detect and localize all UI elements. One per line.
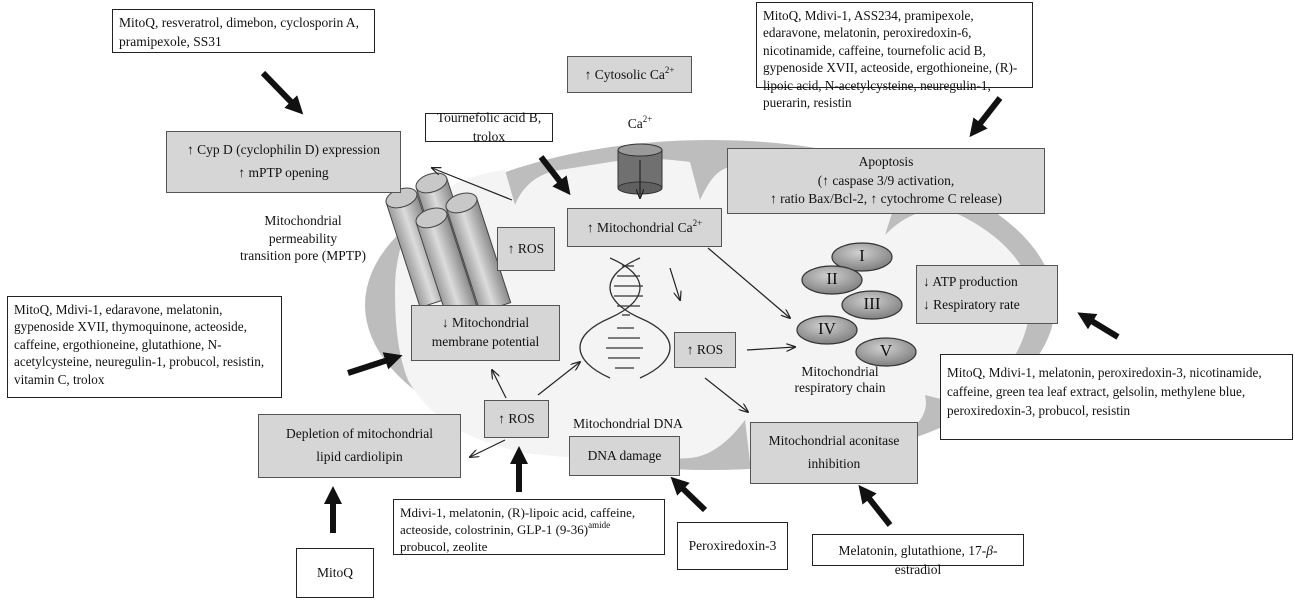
complex-ii-label: II <box>826 269 838 288</box>
thin-arrows <box>432 168 795 457</box>
respiratory-compounds-box: MitoQ, Mdivi-1, melatonin, peroxiredoxin… <box>940 354 1293 440</box>
complex-i-label: I <box>859 246 865 265</box>
apoptosis-box: Apoptosis (↑ caspase 3/9 activation, ↑ r… <box>727 148 1045 214</box>
cardiolipin-line2: lipid cardiolipin <box>316 449 403 464</box>
mptp-line1: Mitochondrial <box>264 213 342 228</box>
mptp-label: Mitochondrial permeability transition po… <box>228 212 378 265</box>
complex-v-label: V <box>879 341 893 360</box>
dna-helix-graphic <box>579 257 671 379</box>
atp-line1: ↓ ATP production <box>923 274 1018 289</box>
aconitase-box: Mitochondrial aconitase inhibition <box>750 422 918 484</box>
ros-compounds-text: Mdivi-1, melatonin, (R)-lipoic acid, caf… <box>400 505 636 538</box>
resp-chain-line1: Mitochondrial <box>801 364 879 379</box>
complex-iv-label: IV <box>818 319 836 338</box>
cytosolic-calcium-text: ↑ Cytosolic Ca <box>584 67 665 82</box>
aconitase-compounds-text: Melatonin, glutathione, 17- <box>838 543 987 558</box>
complex-iii-label: III <box>863 294 881 313</box>
mitochondrial-calcium-text: ↑ Mitochondrial Ca <box>586 220 693 235</box>
cyp-d-line2: ↑ mPTP opening <box>238 165 329 180</box>
calcium-compounds-box: Tournefolic acid B, trolox <box>425 110 553 144</box>
mitochondrial-dna-label: Mitochondrial DNA <box>573 416 683 431</box>
apoptosis-line1: (↑ caspase 3/9 activation, <box>817 172 955 188</box>
aconitase-compounds-box: Melatonin, glutathione, 17-β-estradiol <box>812 534 1024 577</box>
atp-line2: ↓ Respiratory rate <box>923 296 1020 312</box>
ros-compounds-box: Mdivi-1, melatonin, (R)-lipoic acid, caf… <box>393 499 665 555</box>
cardiolipin-line1: Depletion of mitochondrial <box>286 426 433 442</box>
beta-symbol: β <box>986 543 993 558</box>
membrane-line1: ↓ Mitochondrial <box>441 315 530 331</box>
mitochondrial-calcium-sup: 2+ <box>692 218 703 228</box>
aconitase-compounds-text-2: -estradiol <box>894 543 998 577</box>
aconitase-line2: inhibition <box>807 456 861 471</box>
respiratory-complexes-graphic <box>796 242 917 367</box>
membrane-line2: membrane potential <box>431 334 540 349</box>
respiratory-chain-label: Mitochondrial respiratory chain <box>770 364 910 395</box>
apoptosis-title: Apoptosis <box>858 154 914 170</box>
mptp-pore-graphic <box>385 172 512 329</box>
ros-box-2: ↑ ROS <box>674 332 736 368</box>
apoptosis-compounds-box: MitoQ, Mdivi-1, ASS234, pramipexole, eda… <box>756 2 1033 110</box>
cardiolipin-compounds-box: MitoQ <box>296 548 374 598</box>
ca-channel-sup: 2+ <box>642 114 653 124</box>
mitochondrial-calcium-box: ↑ Mitochondrial Ca2+ <box>567 208 722 247</box>
cyp-d-box: ↑ Cyp D (cyclophilin D) expression ↑ mPT… <box>166 131 401 193</box>
cytosolic-calcium-sup: 2+ <box>664 65 675 75</box>
cardiolipin-box: Depletion of mitochondrial lipid cardiol… <box>258 414 461 478</box>
mptp-line2: permeability <box>268 230 338 246</box>
ros-box-1: ↑ ROS <box>497 227 555 271</box>
atp-box: ↓ ATP production ↓ Respiratory rate <box>916 265 1058 324</box>
aconitase-line1: Mitochondrial aconitase <box>768 433 900 449</box>
ca-channel-label: Ca2+ <box>620 115 660 133</box>
mptp-compounds-box: MitoQ, resveratrol, dimebon, cyclosporin… <box>112 9 375 53</box>
dna-damage-box: DNA damage <box>569 436 680 476</box>
resp-chain-line2: respiratory chain <box>794 379 886 395</box>
calcium-channel-graphic <box>617 143 663 198</box>
ros-compounds-text-2: probucol, zeolite <box>400 539 488 555</box>
cyp-d-line1: ↑ Cyp D (cyclophilin D) expression <box>186 142 381 158</box>
ros-compounds-sup: amide <box>588 520 611 531</box>
cytosolic-calcium-box: ↑ Cytosolic Ca2+ <box>567 56 692 93</box>
mptp-line3: transition pore (MPTP) <box>240 248 366 264</box>
apoptosis-line2: ↑ ratio Bax/Bcl-2, ↑ cytochrome C releas… <box>769 191 1003 207</box>
bold-arrows <box>260 70 1120 533</box>
ros-box-3: ↑ ROS <box>484 400 549 438</box>
membrane-potential-box: ↓ Mitochondrial membrane potential <box>411 305 560 361</box>
ca-channel-text: Ca <box>627 116 643 131</box>
dna-compounds-box: Peroxiredoxin-3 <box>677 522 788 570</box>
membrane-compounds-box: MitoQ, Mdivi-1, edaravone, melatonin, gy… <box>7 296 282 398</box>
